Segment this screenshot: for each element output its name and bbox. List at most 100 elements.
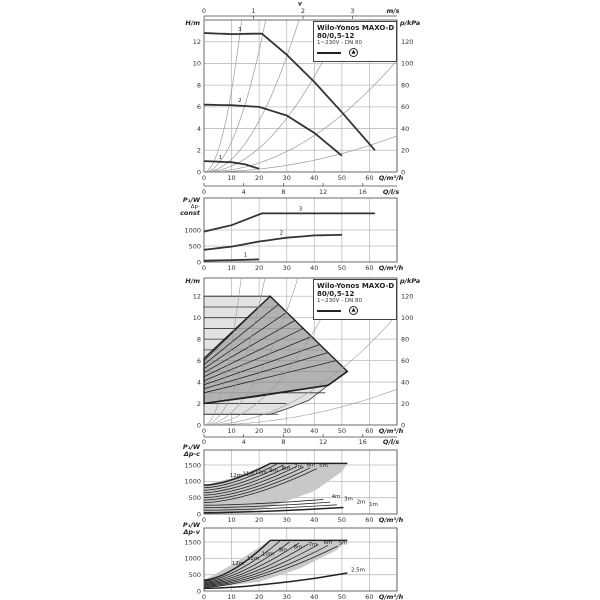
plot-frame bbox=[203, 197, 398, 263]
plot-panel-3 bbox=[203, 277, 398, 426]
y-tick-label: 1500 bbox=[184, 461, 201, 469]
power-curve-10m bbox=[203, 464, 284, 491]
x-tick-label: 30 bbox=[283, 516, 291, 524]
curve-label-3: 3 bbox=[238, 27, 242, 33]
x-tick-label: 0 bbox=[202, 516, 206, 524]
curve-label-10m: 10m bbox=[262, 551, 274, 557]
pump-curve-2 bbox=[203, 103, 343, 157]
system-curve bbox=[204, 278, 266, 425]
curve-label-4m: 4m bbox=[332, 494, 341, 500]
velocity-tick-label: 0 bbox=[202, 7, 206, 15]
legend-subtitle: 1~230V - DN 80 bbox=[317, 40, 362, 46]
x-tick-label: 20 bbox=[255, 174, 263, 182]
flow-ls-tick-label: 0 bbox=[202, 438, 206, 446]
curve-label-6m: 6m bbox=[307, 462, 316, 468]
y2-tick-label: 40 bbox=[401, 125, 409, 133]
system-curve bbox=[204, 20, 300, 172]
y-axis-mode-label: Δp-v bbox=[182, 528, 200, 536]
x-tick-label: 0 bbox=[202, 264, 206, 272]
x-tick-label: 50 bbox=[338, 174, 346, 182]
velocity-axis-label: v bbox=[298, 0, 303, 8]
y-axis-label: P₁/W bbox=[183, 443, 201, 451]
x-tick-label: 0 bbox=[202, 427, 206, 435]
power-curve-11m bbox=[203, 463, 277, 489]
power-curve-2m bbox=[203, 504, 337, 511]
x-tick-label: 60 bbox=[365, 264, 373, 272]
power-curve-9m bbox=[203, 542, 300, 584]
x-axis-label: Q/m³/h bbox=[379, 516, 404, 524]
y2-tick-label: 100 bbox=[401, 60, 413, 68]
curve-label-6m: 6m bbox=[324, 540, 333, 546]
curve-label-8m: 8m bbox=[294, 545, 303, 551]
plot-panel-4 bbox=[203, 449, 398, 515]
system-curve bbox=[204, 20, 267, 172]
plot-panel-5 bbox=[203, 527, 398, 592]
x-tick-label: 30 bbox=[283, 427, 291, 435]
y2-tick-label: 0 bbox=[401, 421, 405, 429]
system-curve bbox=[204, 20, 242, 172]
curve-label-11m: 11m bbox=[242, 472, 254, 478]
x-tick-label: 60 bbox=[365, 427, 373, 435]
y-tick-label: 500 bbox=[189, 242, 201, 250]
y-tick-label: 10 bbox=[193, 60, 201, 68]
y2-tick-label: 80 bbox=[401, 81, 409, 89]
dp-v-level-line bbox=[203, 336, 312, 382]
x-tick-label: 20 bbox=[255, 427, 263, 435]
y-axis-label: P₁/W bbox=[183, 521, 201, 529]
min-curve bbox=[203, 370, 348, 405]
x-axis-label: Q/m³/h bbox=[379, 264, 404, 272]
x-tick-label: 10 bbox=[227, 264, 235, 272]
legend-model: 80/0,5-12 bbox=[317, 32, 355, 40]
power-curve-4m bbox=[203, 499, 324, 506]
dp-v-level-line bbox=[203, 312, 287, 369]
power-curve-6m bbox=[203, 467, 311, 501]
y2-tick-label: 40 bbox=[401, 378, 409, 386]
legend-model: 80/0,5-12 bbox=[317, 290, 355, 298]
power-curve-7m bbox=[203, 466, 304, 499]
y2-tick-label: 120 bbox=[401, 38, 413, 46]
curve-label-7m: 7m bbox=[294, 464, 303, 470]
dp-v-level-line bbox=[203, 360, 337, 394]
power-curve-5m bbox=[203, 545, 338, 588]
x-tick-label: 40 bbox=[310, 427, 318, 435]
flow-ls-axis-label: Q/l/s bbox=[383, 188, 400, 196]
y2-axis-label: p/kPa bbox=[399, 277, 420, 285]
legend-title: Wilo-Yonos MAXO-D bbox=[317, 282, 395, 290]
velocity-tick-label: 3 bbox=[350, 7, 354, 15]
y-tick-label: 500 bbox=[189, 571, 201, 579]
y-tick-label: 1000 bbox=[184, 226, 201, 234]
power-curve-6m bbox=[203, 544, 329, 587]
power-curve-3m bbox=[203, 501, 331, 509]
y-tick-label: 0 bbox=[197, 421, 201, 429]
x-tick-label: 20 bbox=[255, 593, 263, 600]
y-axis-label: H/m bbox=[185, 19, 200, 27]
y2-tick-label: 60 bbox=[401, 103, 409, 111]
power-curve-11m bbox=[203, 540, 281, 582]
y-tick-label: 2 bbox=[197, 400, 201, 408]
dp-v-level-line bbox=[203, 344, 320, 386]
system-curve bbox=[204, 278, 342, 425]
velocity-tick-label: 2 bbox=[301, 7, 305, 15]
system-curve bbox=[204, 278, 299, 425]
curve-label-5m: 5m bbox=[339, 541, 348, 547]
operating-range-area bbox=[204, 540, 348, 589]
power-curve-12m bbox=[203, 462, 271, 487]
pump-symbol-icon: ▲ bbox=[349, 48, 358, 57]
x-axis-label: Q/m³/h bbox=[379, 593, 404, 600]
x-axis-label: Q/m³/h bbox=[379, 427, 404, 435]
x-tick-label: 50 bbox=[338, 593, 346, 600]
y-tick-label: 6 bbox=[197, 103, 201, 111]
x-tick-label: 30 bbox=[283, 593, 291, 600]
flow-ls-axis-label: Q/l/s bbox=[383, 438, 400, 446]
power-curve-12m bbox=[203, 539, 271, 581]
x-tick-label: 60 bbox=[365, 174, 373, 182]
system-curve bbox=[204, 278, 242, 425]
power-curve-10m bbox=[203, 541, 290, 583]
flow-ls-tick-label: 8 bbox=[281, 438, 285, 446]
x-tick-label: 30 bbox=[283, 174, 291, 182]
x-tick-label: 30 bbox=[283, 264, 291, 272]
y2-axis-label: p/kPa bbox=[399, 19, 420, 27]
plot-frame bbox=[203, 19, 398, 173]
power-curve-9m bbox=[203, 465, 291, 494]
flow-ls-tick-label: 4 bbox=[242, 188, 246, 196]
